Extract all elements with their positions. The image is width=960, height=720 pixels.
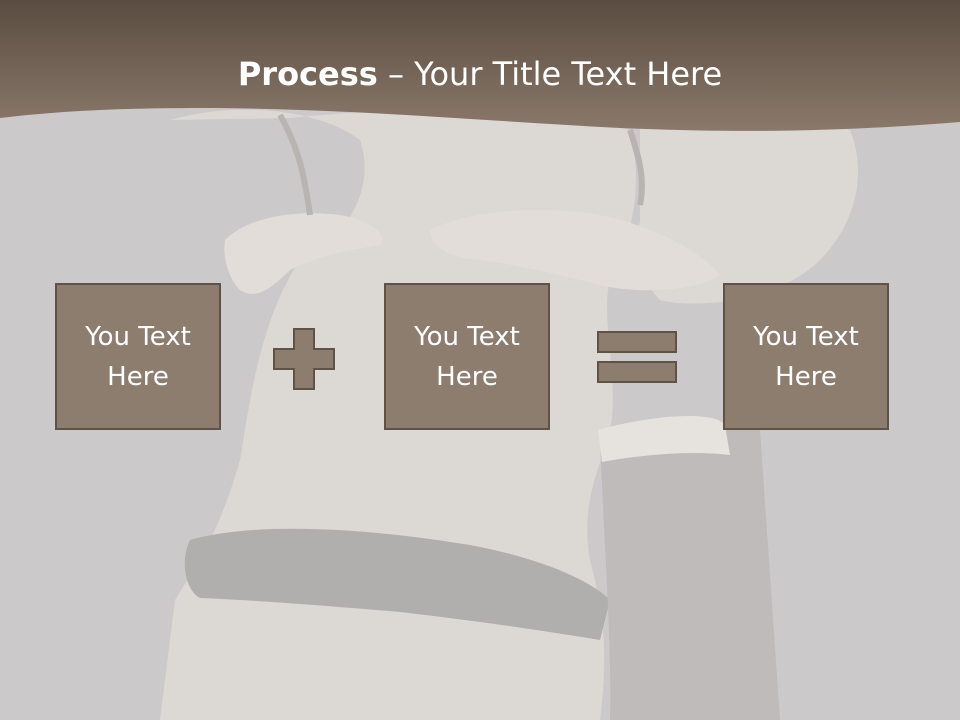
- slide-title: Process – Your Title Text Here: [0, 52, 960, 96]
- title-bold: Process: [237, 55, 378, 93]
- text-box-2-label: You Text Here: [414, 321, 520, 392]
- equals-icon: [597, 331, 677, 383]
- title-band: [0, 0, 960, 131]
- text-box-1-label: You Text Here: [85, 321, 191, 392]
- text-box-3-label: You Text Here: [753, 321, 859, 392]
- text-box-3[interactable]: You Text Here: [723, 283, 889, 430]
- plus-icon: [273, 328, 335, 390]
- text-box-2[interactable]: You Text Here: [384, 283, 550, 430]
- title-rest: – Your Title Text Here: [377, 55, 723, 93]
- text-box-1[interactable]: You Text Here: [55, 283, 221, 430]
